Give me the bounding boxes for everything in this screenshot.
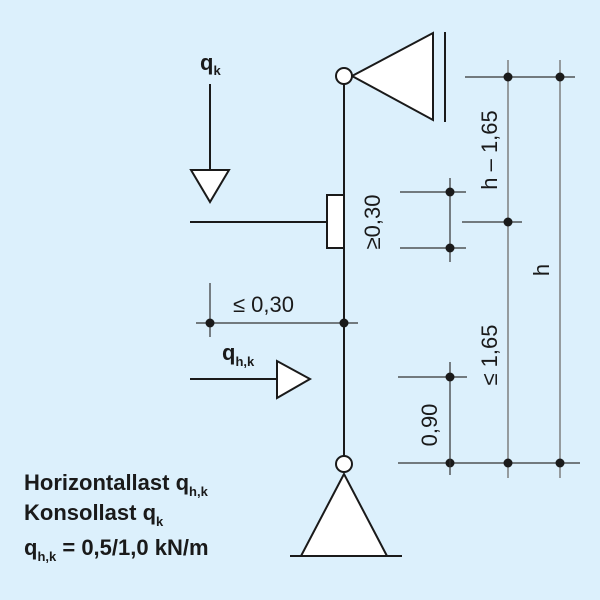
d090-label: 0,90 (417, 404, 442, 447)
legend-line-3: qh,k = 0,5/1,0 kN/m (24, 535, 209, 564)
h-label: h (529, 264, 554, 276)
bottom-hinge (335, 455, 353, 473)
h-minus-165-label: h – 1,65 (477, 110, 502, 190)
legend-line-2: Konsollast qk (24, 500, 164, 529)
max-030-label: ≤ 0,30 (233, 292, 294, 317)
top-hinge (335, 67, 353, 85)
qk-arrow-head (189, 169, 231, 204)
dim-dot (445, 187, 455, 197)
qhk-arrow-head (276, 359, 313, 400)
top-support-triangle (349, 31, 434, 122)
min-030-label: ≥0,30 (360, 195, 385, 250)
console-bracket (326, 194, 345, 249)
max-165-label: ≤ 1,65 (477, 324, 502, 385)
dim-dot (445, 243, 455, 253)
legend-line-1: Horizontallast qh,k (24, 470, 209, 499)
bottom-support-triangle (299, 471, 389, 557)
qk-label: qk (200, 50, 221, 78)
qhk-label: qh,k (222, 340, 255, 369)
